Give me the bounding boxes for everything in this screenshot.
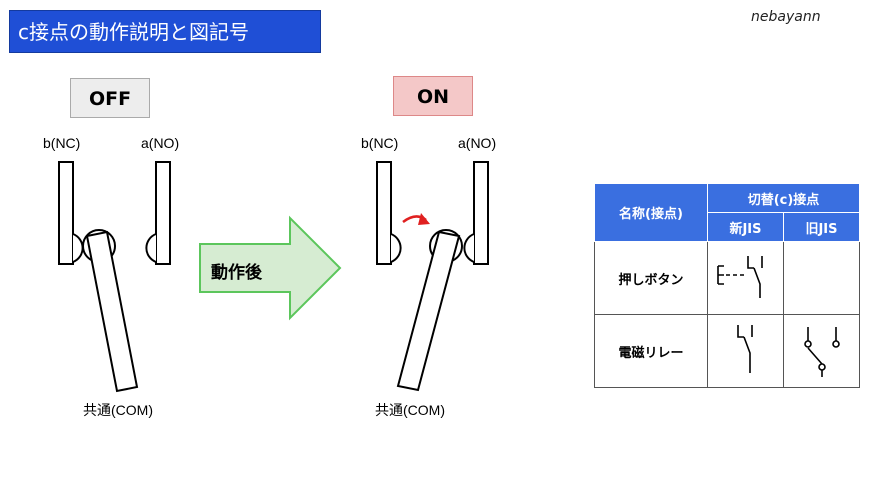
motion-arrow-head xyxy=(418,213,430,225)
off-nc-contact-bump xyxy=(72,233,84,263)
off-nc-contact-bar xyxy=(58,161,74,265)
on-nc-label: b(NC) xyxy=(361,135,399,151)
row-name-relay: 電磁リレー xyxy=(594,314,708,388)
header-group: 切替(c)接点 xyxy=(707,183,860,213)
relay-old-jis-symbol xyxy=(783,314,860,388)
off-com-label: 共通(COM) xyxy=(83,402,153,418)
page-title: c接点の動作説明と図記号 xyxy=(9,10,321,53)
pushbutton-new-jis-symbol xyxy=(707,241,784,315)
pushbutton-old-jis-symbol xyxy=(783,241,860,315)
on-no-contact-bar xyxy=(473,161,489,265)
on-nc-contact-bar xyxy=(376,161,392,265)
off-nc-label: b(NC) xyxy=(43,135,81,151)
on-com-label: 共通(COM) xyxy=(375,402,445,418)
state-on-badge: ON xyxy=(393,76,473,116)
off-no-label: a(NO) xyxy=(141,135,180,151)
on-contact-assembly xyxy=(376,161,489,392)
relay-new-jis-symbol xyxy=(707,314,784,388)
pushbutton-symbol-icon xyxy=(716,256,763,298)
on-no-label: a(NO) xyxy=(458,135,497,151)
off-no-contact-bar xyxy=(155,161,171,265)
on-common-lever xyxy=(396,230,461,392)
relay-new-symbol-icon xyxy=(736,325,753,373)
transition-arrow xyxy=(199,215,342,321)
row-name-pushbutton: 押しボタン xyxy=(594,241,708,315)
off-no-contact-bump xyxy=(145,233,157,263)
header-new-jis: 新JIS xyxy=(707,212,784,242)
state-off-badge: OFF xyxy=(70,78,150,118)
off-contact-assembly xyxy=(58,161,171,393)
header-name: 名称(接点) xyxy=(594,183,708,242)
header-old-jis: 旧JIS xyxy=(783,212,860,242)
symbol-table: 名称(接点) 切替(c)接点 新JIS 旧JIS 押しボタン 電磁リレー xyxy=(594,183,860,388)
off-common-lever xyxy=(85,230,139,393)
on-nc-contact-bump xyxy=(390,233,402,263)
author-credit: nebayann xyxy=(751,9,821,25)
relay-old-symbol-icon xyxy=(803,327,840,377)
transition-label: 動作後 xyxy=(211,263,262,283)
on-no-contact-bump xyxy=(463,233,475,263)
